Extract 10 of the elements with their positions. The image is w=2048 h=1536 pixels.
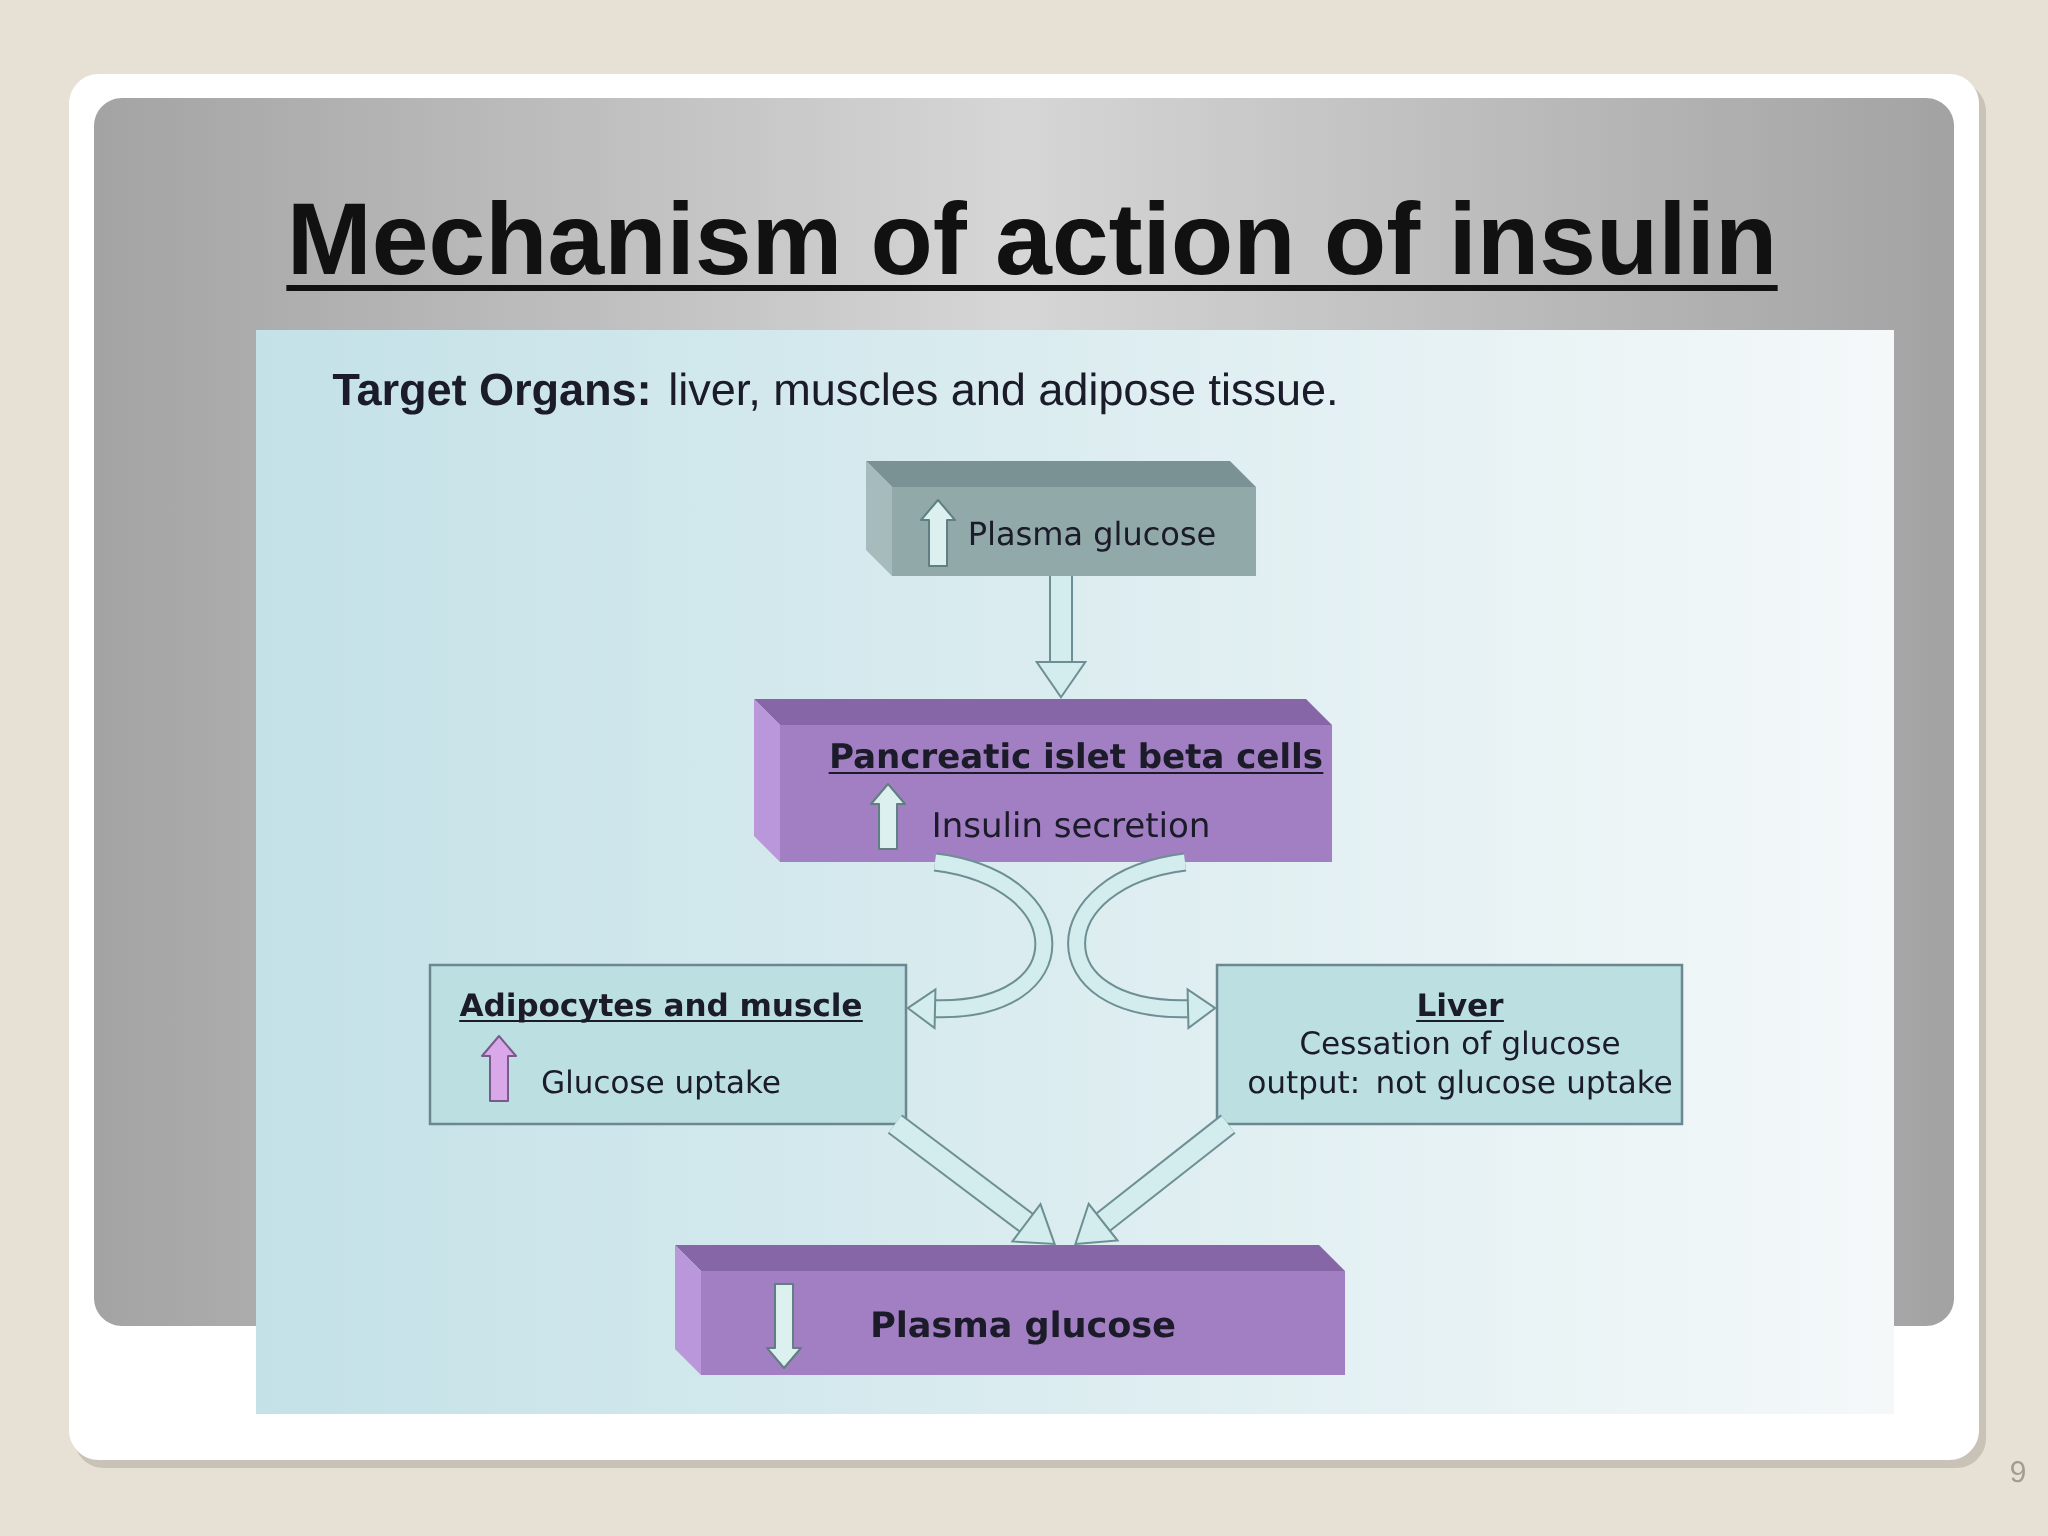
box-text: Glucose uptake <box>542 1069 780 1100</box>
arrow <box>1074 1114 1236 1245</box>
page-number: 9 <box>2011 1461 2025 1483</box>
box-heading: Adipocytes and muscle <box>459 992 863 1023</box>
box-text: Cessation of glucose output: not glucose uptake <box>1249 1030 1672 1100</box>
box-heading: Liver <box>1416 992 1504 1023</box>
arrow <box>906 852 1054 1030</box>
arrow <box>887 1114 1056 1245</box>
intro-text: Target Organs: liver, muscles and adipose tissue. <box>332 372 1335 415</box>
title: Mechanism of action of insulin <box>286 200 1778 291</box>
